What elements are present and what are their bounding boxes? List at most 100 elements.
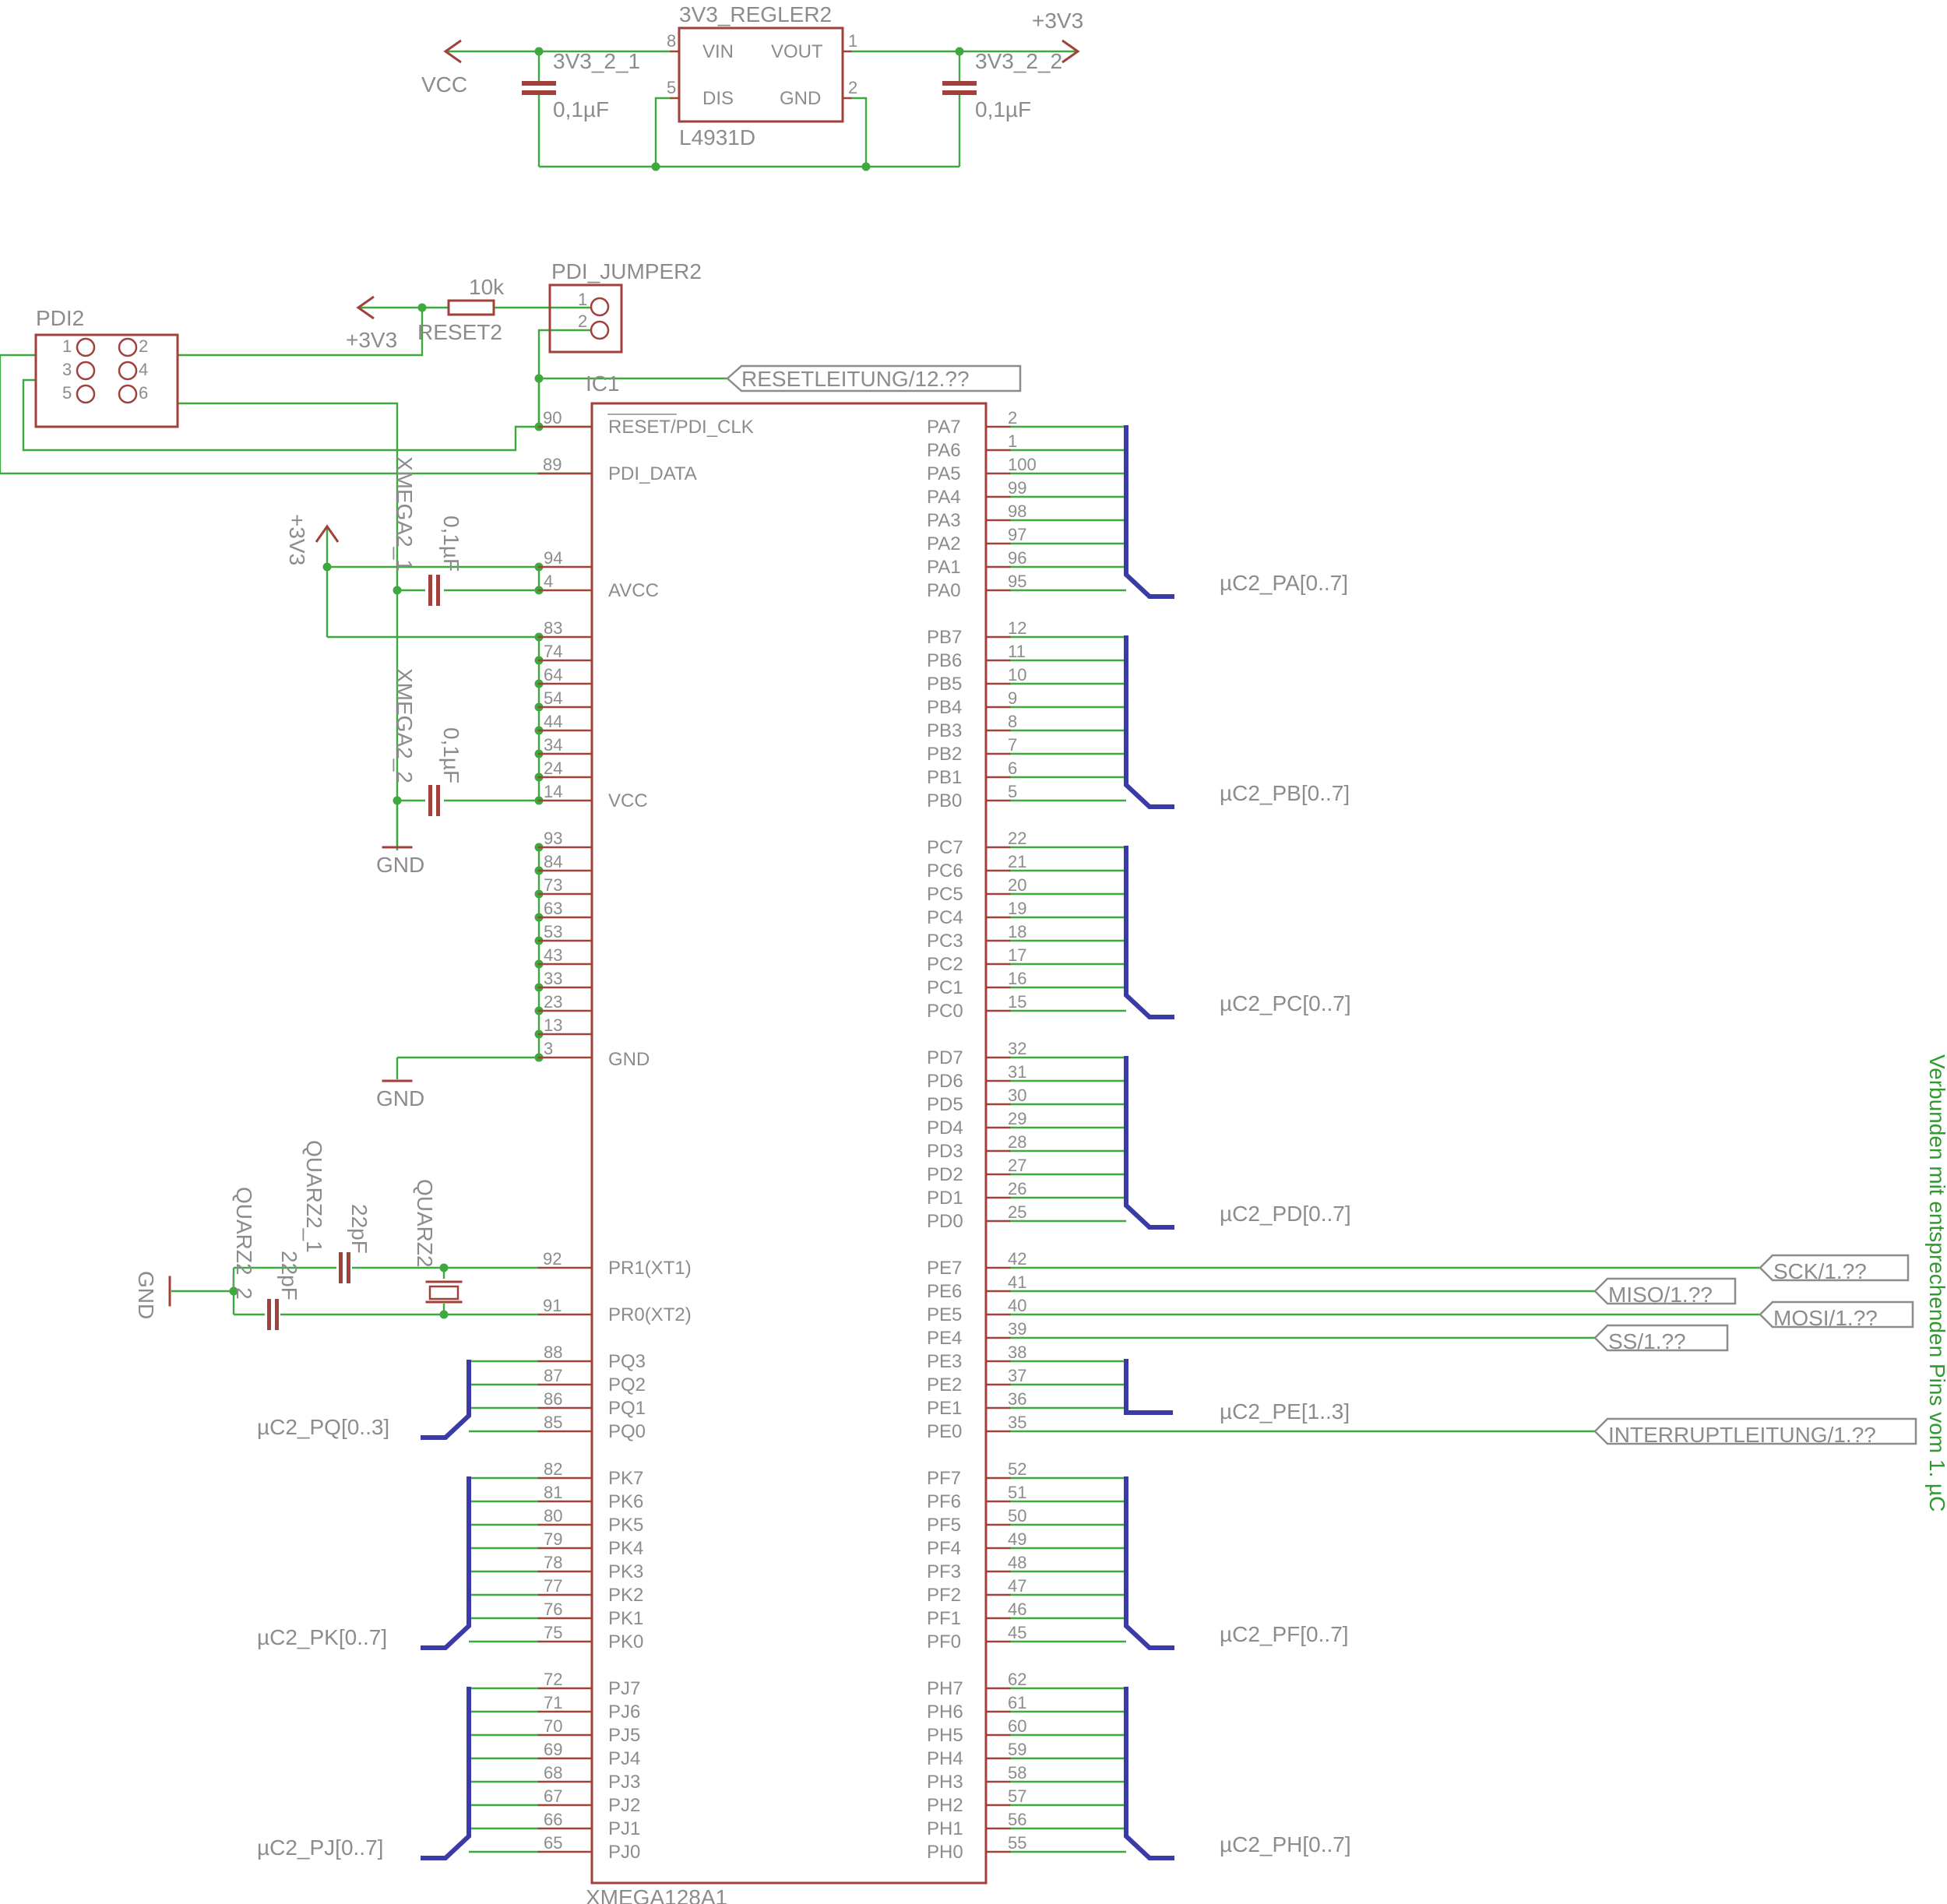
reg-cap-out-name: 3V3_2_2: [975, 49, 1062, 73]
port-pin-label: PB2: [927, 744, 962, 765]
port-pin-label: PC2: [927, 954, 963, 975]
mcu-pin-number: 33: [544, 969, 562, 988]
port-pin-number: 57: [1008, 1786, 1026, 1806]
bus-label: µC2_PB[0..7]: [1220, 781, 1350, 805]
port-pin-number: 5: [1008, 782, 1017, 801]
mcu-pin-number: 4: [544, 572, 553, 591]
port-pin-number: 98: [1008, 502, 1026, 521]
jumper-pad-1: [590, 297, 610, 317]
reg-cap-out-plate: [942, 81, 977, 86]
port-pin-number: 32: [1008, 1039, 1026, 1058]
pe-net-flag: [1759, 1254, 1910, 1282]
mcu-pin-number: 83: [544, 618, 562, 638]
mcu-pin-number: 93: [544, 829, 562, 848]
mcu-pin-number: 53: [544, 922, 562, 941]
bus-label: µC2_PH[0..7]: [1220, 1832, 1351, 1856]
junction-dot: [861, 162, 871, 171]
pe-net-flag: [1759, 1300, 1914, 1329]
mcu-pin-number: 69: [544, 1740, 562, 1759]
regulator-vout-label: VOUT: [771, 41, 823, 62]
bus-label: µC2_PD[0..7]: [1220, 1202, 1351, 1226]
port-pin-number: 100: [1008, 455, 1037, 474]
mcu-pin-number: 68: [544, 1763, 562, 1783]
port-pin-label: PB3: [927, 720, 962, 741]
mcu-pin-number: 44: [544, 712, 562, 731]
port-pin-label: PJ4: [608, 1748, 640, 1769]
regulator-body: [678, 26, 844, 123]
bus-line: [1124, 1476, 1174, 1650]
port-pin-label: PE7: [927, 1258, 962, 1279]
port-pin-number: 56: [1008, 1810, 1026, 1829]
pe5-net-label: MOSI/1.??: [1773, 1306, 1878, 1330]
port-pin-number: 38: [1008, 1343, 1026, 1362]
mcu-pin-number: 79: [544, 1529, 562, 1549]
mcu-pin-number: 81: [544, 1483, 562, 1502]
port-pin-label: PE5: [927, 1304, 962, 1325]
crystal-c1-name: QUARZ2_1: [302, 1140, 326, 1253]
mcu-pin-number: 88: [544, 1343, 562, 1362]
port-pin-label: PK5: [608, 1515, 643, 1536]
mcu-pin-number: 64: [544, 665, 562, 685]
port-pin-number: 52: [1008, 1459, 1026, 1479]
port-pin-label: PJ1: [608, 1818, 640, 1839]
regulator-pin-dis: 5: [667, 78, 676, 97]
port-pin-number: 6: [1008, 758, 1017, 778]
reset-resistor-body: [447, 299, 495, 316]
mcu-pin-xt2-label: PR0(XT2): [608, 1304, 692, 1325]
crystal-c2-plate: [267, 1299, 271, 1330]
port-pin-label: PD3: [927, 1141, 963, 1162]
port-pin-number: 42: [1008, 1249, 1026, 1269]
port-pin-number: 9: [1008, 688, 1017, 708]
mcu-pin-number: 13: [544, 1015, 562, 1035]
pe6-net-label: MISO/1.??: [1608, 1283, 1713, 1307]
bus-line: [1124, 635, 1174, 809]
pe-net-flag: [1593, 1324, 1729, 1352]
port-pin-label: PB1: [927, 767, 962, 788]
port-pin-number: 41: [1008, 1272, 1026, 1292]
mcu-pin-number: 71: [544, 1693, 562, 1712]
port-pin-label: PJ7: [608, 1678, 640, 1699]
crystal-name: QUARZ2: [413, 1179, 437, 1268]
port-pin-label: PF3: [927, 1561, 961, 1582]
bus-line: [1124, 1361, 1173, 1415]
jumper-pin-1: 1: [578, 290, 587, 309]
reg-cap-out-plate: [942, 90, 977, 95]
pdi-jumper-body: [548, 283, 623, 354]
wire-pdi-vcc: [178, 308, 424, 357]
port-pin-number: 36: [1008, 1389, 1026, 1409]
port-pin-number: 47: [1008, 1576, 1026, 1596]
mcu-pin-number: 54: [544, 688, 562, 708]
port-pin-label: PE0: [927, 1421, 962, 1442]
mcu-body: [590, 402, 988, 1885]
mcu-pin-number: 87: [544, 1366, 562, 1385]
port-pin-label: PF4: [927, 1538, 961, 1559]
reg-cap-in-name: 3V3_2_1: [553, 49, 640, 73]
bus-line: [1124, 846, 1174, 1019]
reg-cap-in-value: 0,1µF: [553, 97, 609, 121]
port-pin-label: PB7: [927, 627, 962, 648]
parts: [34, 26, 1917, 1885]
bus-line: [1124, 1687, 1174, 1860]
mcu-pin-number: 86: [544, 1389, 562, 1409]
port-pin-label: PK1: [608, 1608, 643, 1629]
pdi-pin-6: 6: [139, 383, 148, 403]
port-pin-label: PK0: [608, 1631, 643, 1652]
port-pin-label: PD2: [927, 1164, 963, 1185]
mcu-pin-number: 75: [544, 1623, 562, 1642]
port-pin-number: 29: [1008, 1109, 1026, 1128]
decoupling-c1-plate: [428, 575, 432, 606]
port-pin-label: PD7: [927, 1047, 963, 1068]
decoupling-c2-name: XMEGA2_2: [393, 668, 417, 783]
mcu-avcc-label: AVCC: [608, 580, 659, 601]
decoupling-c1-name: XMEGA2_1: [393, 456, 417, 572]
wire: [850, 97, 868, 167]
port-pin-label: PK2: [608, 1585, 643, 1606]
mcu-pin-number: 74: [544, 642, 562, 661]
port-pin-label: PC1: [927, 977, 963, 998]
reset-resistor-name: RESET2: [417, 320, 502, 344]
port-pin-label: PA1: [927, 557, 961, 578]
bus-label: µC2_PK[0..7]: [257, 1625, 387, 1649]
plus3v3-arrow: [1062, 39, 1080, 64]
port-pin-number: 50: [1008, 1506, 1026, 1526]
port-pin-label: PA3: [927, 510, 961, 531]
